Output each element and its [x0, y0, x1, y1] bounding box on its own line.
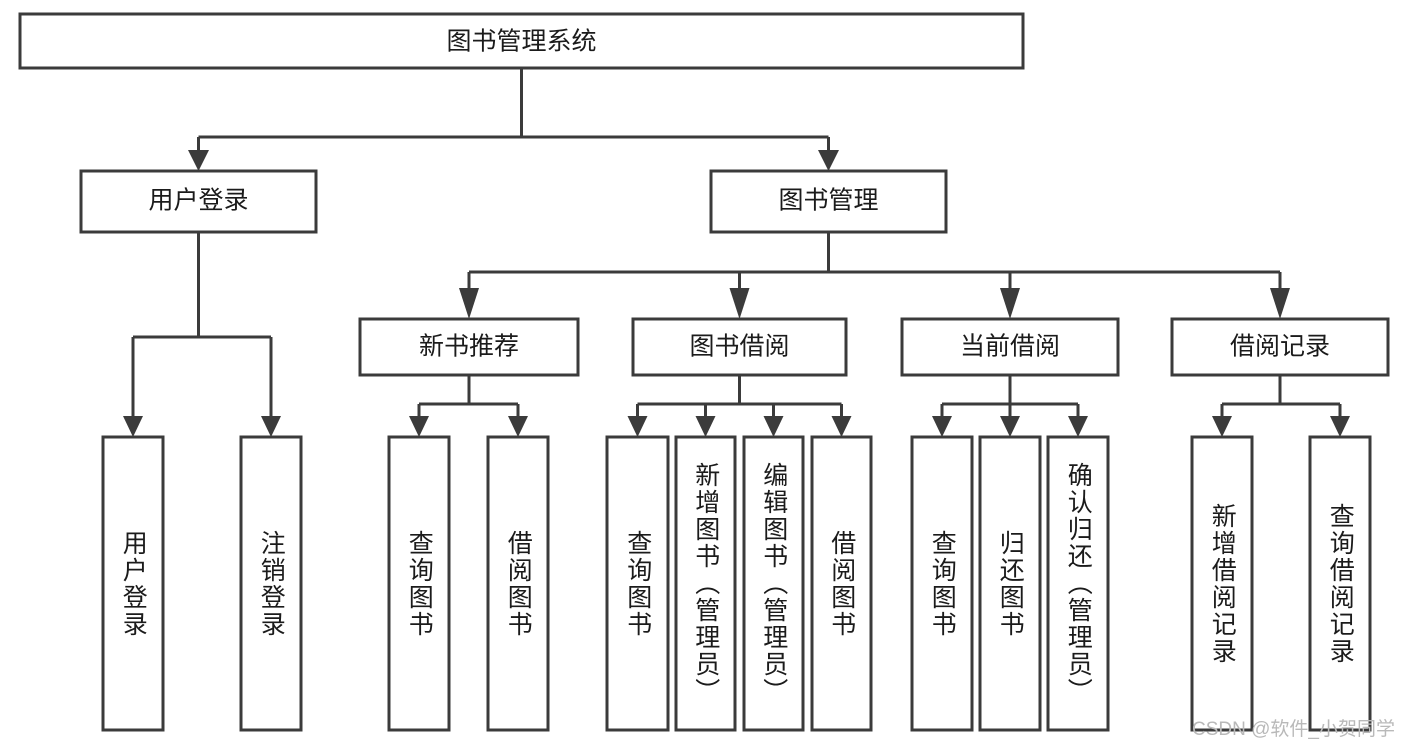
node-book-management-box[interactable] — [709, 169, 948, 234]
node-user-login-label: 用户登录 — [148, 187, 248, 215]
arrowhead-current-leaf-3 — [1068, 416, 1088, 437]
node-root-label: 图书管理系统 — [446, 28, 596, 56]
node-root-box[interactable] — [18, 12, 1025, 70]
leaf-box-recommend-query-book[interactable] — [387, 435, 451, 732]
node-current-borrow-box[interactable] — [900, 317, 1120, 377]
arrowhead-current-borrow — [1000, 288, 1020, 319]
arrowhead-leaf-user-login — [123, 416, 143, 437]
node-book-management[interactable]: 图书管理 — [709, 169, 948, 234]
node-book-borrow-box[interactable] — [631, 317, 848, 377]
node-current-borrow[interactable]: 当前借阅 — [900, 317, 1120, 377]
leaf-box-recommend-borrow-book[interactable] — [486, 435, 550, 732]
arrowhead-borrow-record — [1270, 288, 1290, 319]
arrowhead-user-login — [188, 150, 209, 171]
arrowhead-borrow-leaf-4 — [831, 416, 852, 437]
arrowhead-recommend-leaf-2 — [508, 416, 528, 437]
connectors — [123, 68, 1350, 437]
node-book-borrow-label: 图书借阅 — [689, 333, 789, 361]
arrowhead-borrow-leaf-3 — [763, 416, 784, 437]
arrowhead-recommend-leaf-1 — [409, 416, 429, 437]
node-new-book-recommend-box[interactable] — [358, 317, 580, 377]
node-current-borrow-label: 当前借阅 — [960, 333, 1060, 361]
arrowhead-new-book-recommend — [459, 288, 479, 319]
leaf-box-current-confirm-return[interactable] — [1046, 435, 1110, 732]
leaf-box-record-add-record[interactable] — [1190, 435, 1254, 732]
arrowhead-book-borrow — [729, 288, 750, 319]
leaf-box-borrow-query-book[interactable] — [605, 435, 670, 732]
arrowhead-record-leaf-2 — [1330, 416, 1350, 437]
leaf-box-current-query-book[interactable] — [910, 435, 974, 732]
node-book-management-label: 图书管理 — [778, 187, 878, 215]
leaf-box-current-return-book[interactable] — [978, 435, 1042, 732]
leaf-box-record-query-record[interactable] — [1308, 435, 1372, 732]
node-user-login[interactable]: 用户登录 — [79, 169, 318, 234]
leaf-box-user-login[interactable] — [101, 435, 165, 732]
node-borrow-record-label: 借阅记录 — [1230, 333, 1330, 361]
arrowhead-current-leaf-1 — [932, 416, 952, 437]
node-borrow-record[interactable]: 借阅记录 — [1170, 317, 1390, 377]
leaf-box-borrow-add-book[interactable] — [674, 435, 737, 732]
leaf-box-borrow-borrow-book[interactable] — [810, 435, 873, 732]
arrowhead-record-leaf-1 — [1212, 416, 1232, 437]
arrowhead-borrow-leaf-2 — [695, 416, 716, 437]
leaf-box-borrow-edit-book[interactable] — [742, 435, 805, 732]
arrowhead-leaf-logout — [261, 416, 281, 437]
node-new-book-recommend[interactable]: 新书推荐 — [358, 317, 580, 377]
csdn-watermark: CSDN @软件_小贺同学 — [1192, 719, 1395, 740]
arrowhead-borrow-leaf-1 — [627, 416, 648, 437]
node-root[interactable]: 图书管理系统 — [18, 12, 1025, 70]
leaf-box-logout[interactable] — [239, 435, 303, 732]
arrowhead-book-mgmt — [818, 150, 839, 171]
node-book-borrow[interactable]: 图书借阅 — [631, 317, 848, 377]
node-borrow-record-box[interactable] — [1170, 317, 1390, 377]
node-new-book-recommend-label: 新书推荐 — [419, 333, 519, 361]
arrowhead-current-leaf-2 — [1000, 416, 1020, 437]
node-user-login-box[interactable] — [79, 169, 318, 234]
